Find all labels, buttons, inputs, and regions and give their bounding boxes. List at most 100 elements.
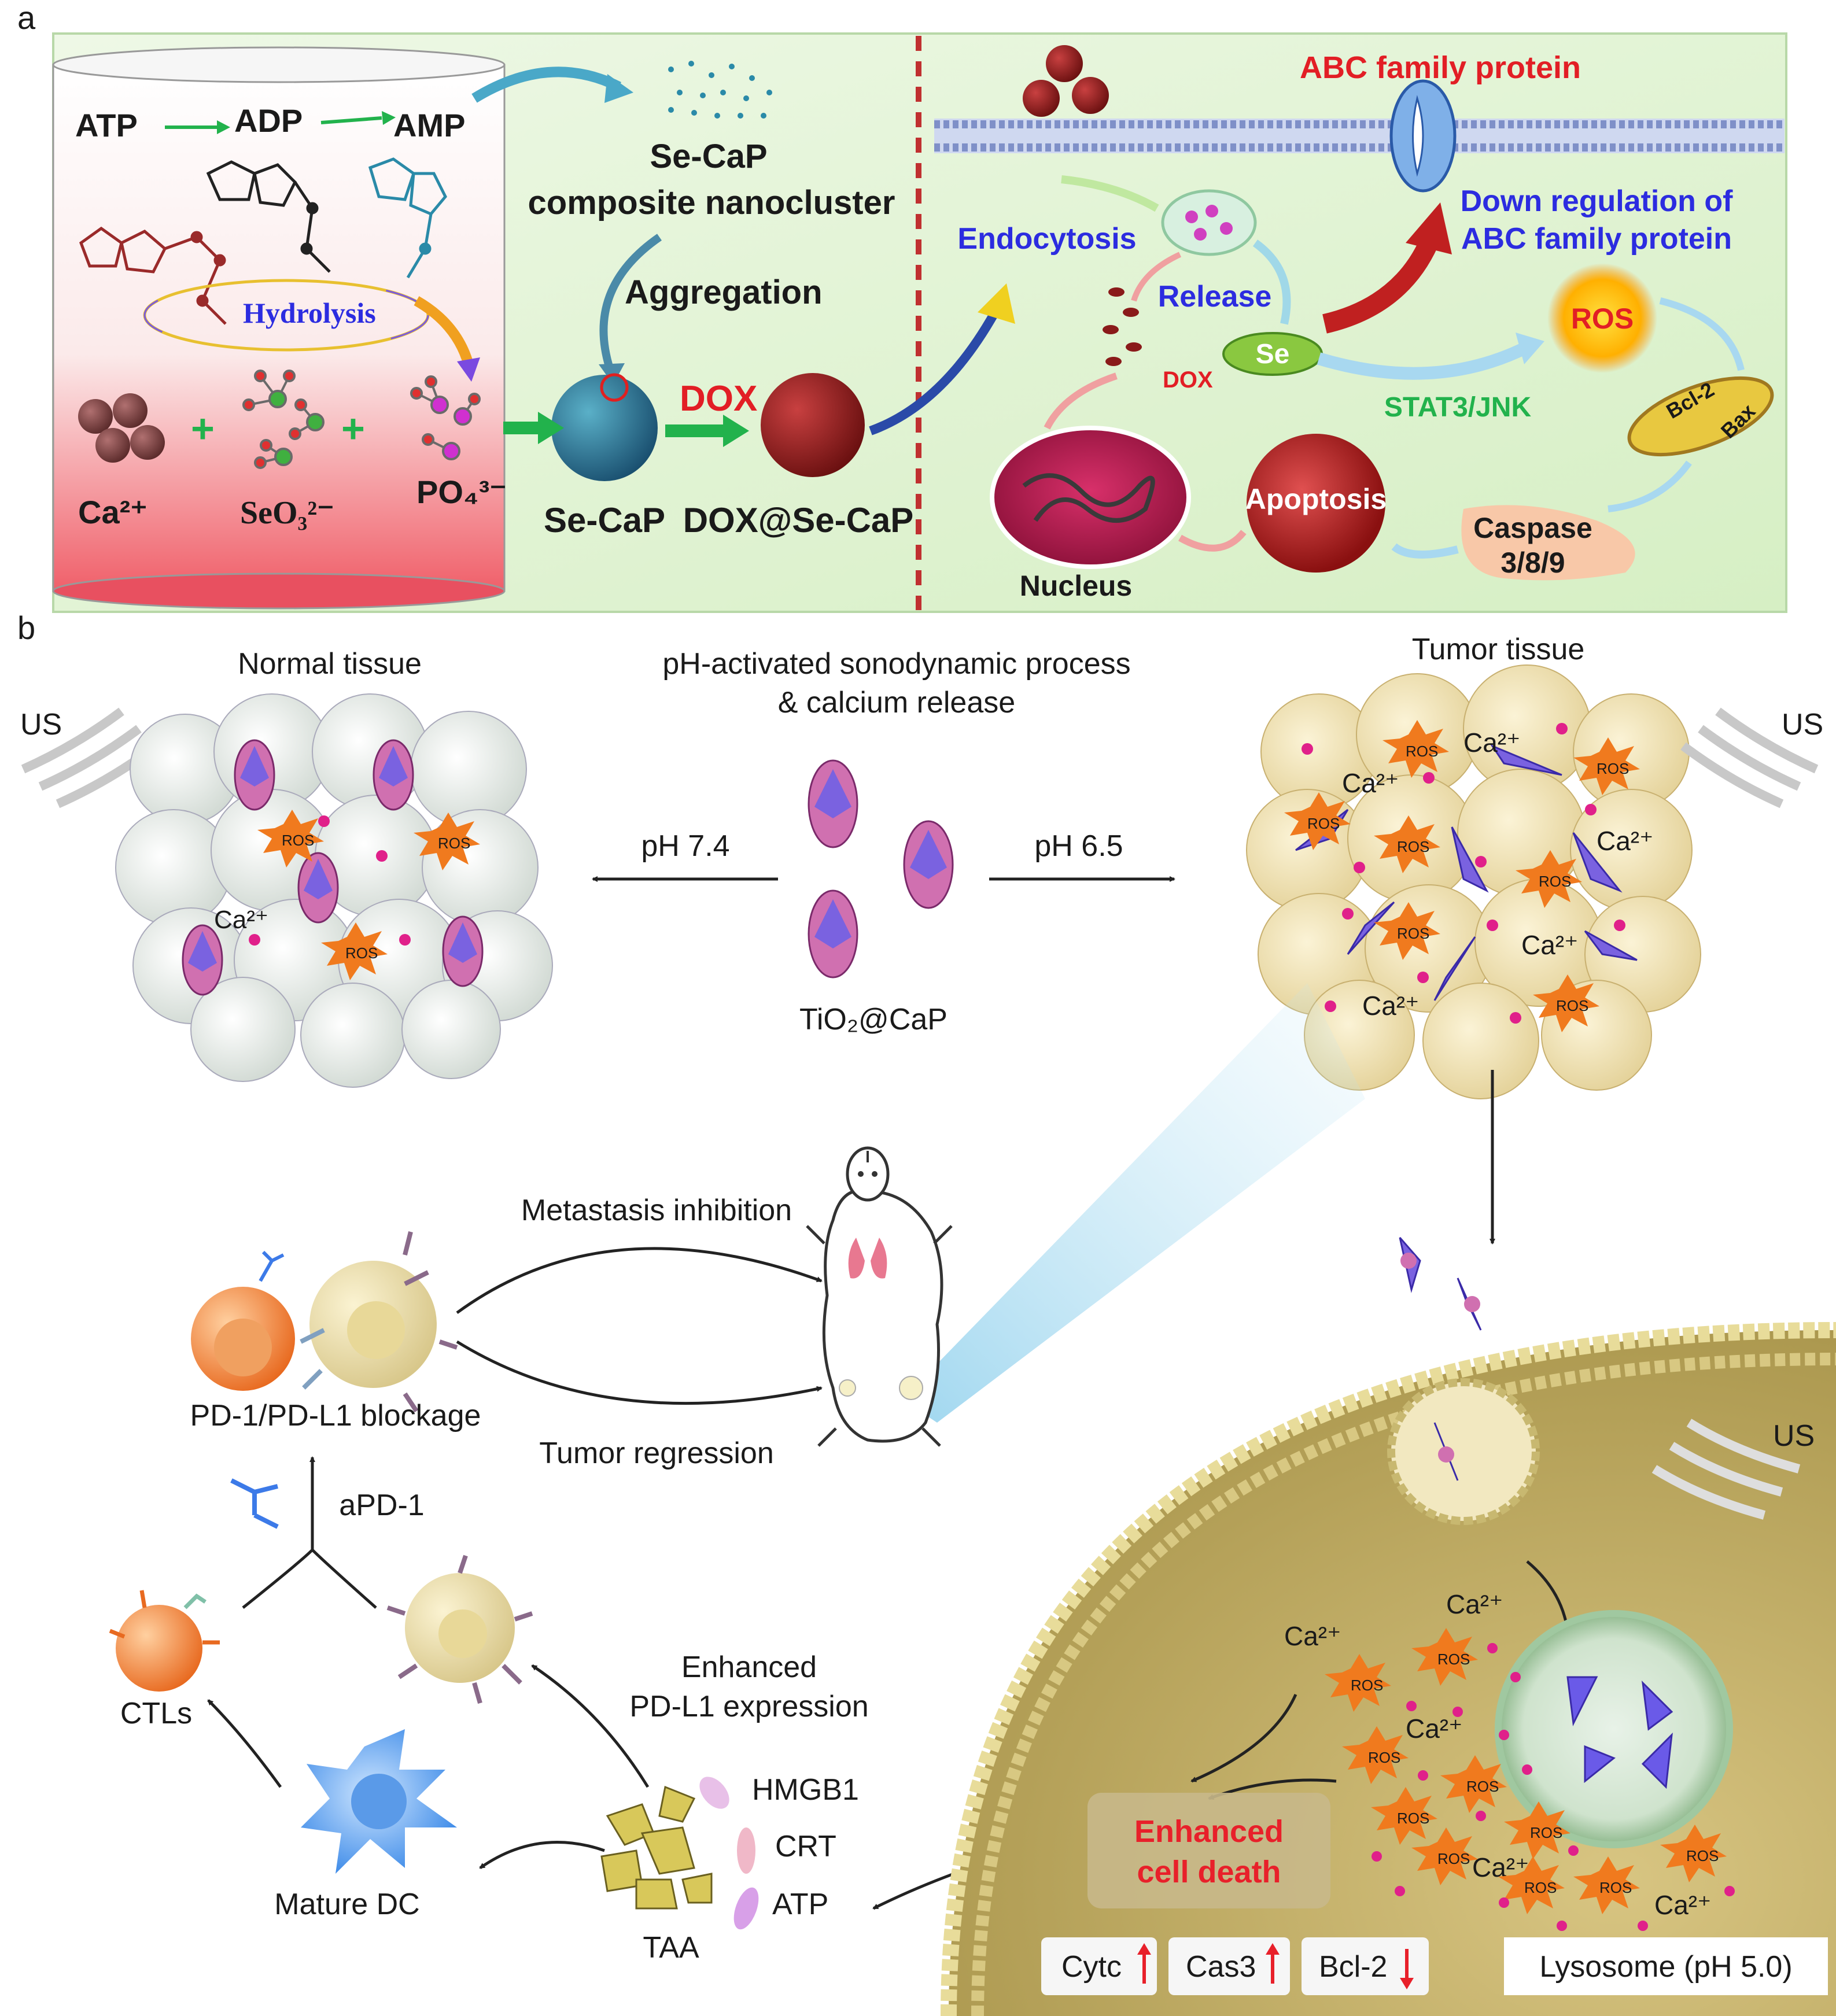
- ros-bursts-cell-icon: [1325, 1628, 1727, 1914]
- enhanced-pdl1-line2: PD-L1 expression: [629, 1690, 868, 1723]
- ros-normal-1: ROS: [282, 832, 314, 849]
- down-regulation-arrow: [1322, 238, 1438, 334]
- se-cap-particle-label: Se-CaP: [544, 501, 665, 540]
- ca-tumor-3: Ca²⁺: [1597, 826, 1653, 856]
- dox-small-label: DOX: [1163, 367, 1213, 393]
- bcl2-label: Bcl-2: [1319, 1950, 1387, 1984]
- ca-cell-5: Ca²⁺: [1654, 1890, 1711, 1920]
- ros-to-death-arrow-1: [1190, 1693, 1297, 1783]
- lysosome-nanocrystals-icon: [1566, 1676, 1673, 1789]
- ca-cell-2: Ca²⁺: [1284, 1621, 1341, 1651]
- ros-normal-3: ROS: [345, 944, 378, 962]
- dox-se-cap-particle-label: DOX@Se-CaP: [683, 501, 914, 540]
- atp-icon: [733, 1887, 759, 1930]
- us-label-tumor: US: [1782, 708, 1823, 741]
- ros-cell-3: ROS: [1368, 1749, 1400, 1766]
- cytc-label: Cytc: [1061, 1950, 1122, 1984]
- phosphate-ions-icon: [410, 375, 481, 460]
- ros-cell-2: ROS: [1351, 1677, 1383, 1694]
- ros-cell-10: ROS: [1686, 1847, 1719, 1864]
- ros-tumor-5: ROS: [1539, 873, 1571, 890]
- antibody-icon: [230, 1478, 279, 1529]
- atp-molecule-icon: [79, 226, 227, 325]
- ros-tumor-3: ROS: [1307, 815, 1340, 832]
- lysosome-icon: [1495, 1610, 1733, 1848]
- dox-se-cap-particle-icon: [761, 373, 865, 477]
- nucleus-label: Nucleus: [1020, 570, 1133, 602]
- ca-cell-1: Ca²⁺: [1446, 1589, 1503, 1619]
- tumor-regression-arrow: [456, 1340, 823, 1405]
- mouse-icon: [806, 1146, 953, 1447]
- calcium-dots-tumor-icon: [1302, 723, 1625, 1024]
- adp-to-amp-arrow: [320, 116, 382, 124]
- taa-debris-icon: [600, 1785, 713, 1910]
- ph74-label: pH 7.4: [641, 829, 729, 863]
- calcium-dots-cell-icon: [1372, 1643, 1735, 1931]
- cas3-label: Cas3: [1186, 1950, 1256, 1984]
- apd1-label: aPD-1: [339, 1489, 424, 1522]
- particle-coatings-icon: [1400, 1253, 1480, 1463]
- ros-cell-4: ROS: [1466, 1778, 1499, 1795]
- caspase-line2: 3/8/9: [1500, 547, 1565, 579]
- down-regulation-line1: Down regulation of: [1461, 184, 1734, 218]
- ros-cell-6: ROS: [1530, 1824, 1562, 1841]
- panel-a: a ATP ADP AMP: [17, 0, 1787, 613]
- pd1-blockage-cells-icon: [191, 1231, 458, 1413]
- to-cell-arrow: [869, 310, 999, 435]
- selenite-ions-icon: [242, 370, 325, 469]
- panel-b: b Normal tissue Tumor tissue pH-activate…: [17, 610, 1836, 2016]
- ca-ion-label: Ca²⁺: [78, 494, 148, 530]
- ros-sun-label: ROS: [1571, 302, 1634, 335]
- hydrolysis-arrow: [414, 296, 474, 366]
- released-nanoparticles-tumor-icon: [1295, 744, 1638, 1001]
- crt-icon: [737, 1827, 755, 1874]
- us-label-left: US: [20, 708, 62, 741]
- amp-label: AMP: [393, 107, 465, 143]
- cytc-box: [1041, 1937, 1157, 1995]
- to-nanocluster-arrow: [471, 67, 622, 103]
- adp-molecule-icon: [206, 160, 331, 273]
- normal-tissue-title: Normal tissue: [238, 647, 422, 681]
- panel-a-label: a: [17, 0, 36, 36]
- mature-dc-icon: [301, 1729, 457, 1874]
- intact-nanoparticles-normal-icon: [182, 739, 484, 996]
- lysosome-label-box: [1504, 1937, 1828, 1995]
- atp-label: ATP: [75, 107, 138, 143]
- pd1-blockage-label: PD-1/PD-L1 blockage: [190, 1399, 481, 1432]
- aggregation-label: Aggregation: [625, 274, 823, 311]
- process-title-line2: & calcium release: [778, 686, 1015, 719]
- plus-sign-1: +: [191, 406, 215, 451]
- ros-cell-8: ROS: [1524, 1879, 1557, 1896]
- aggregation-arrow: [599, 234, 662, 372]
- panel-b-label: b: [17, 610, 35, 646]
- mature-dc-label: Mature DC: [274, 1888, 419, 1921]
- taa-to-pdl1-arrow: [531, 1664, 650, 1788]
- ros-normal-2: ROS: [438, 835, 470, 852]
- crt-label: CRT: [775, 1830, 836, 1863]
- adp-label: ADP: [234, 102, 303, 139]
- cell-membrane: [934, 119, 1785, 153]
- stat3-arrow: [1317, 341, 1530, 380]
- tumor-tissue-title: Tumor tissue: [1412, 633, 1585, 666]
- enhanced-cell-death-box: [1087, 1793, 1330, 1908]
- ros-bursts-normal-icon: [257, 810, 480, 980]
- tio2-cap-label: TiO₂@CaP: [799, 1003, 948, 1036]
- ros-cell-5: ROS: [1397, 1810, 1429, 1827]
- ca-cell-3: Ca²⁺: [1406, 1714, 1462, 1744]
- enhanced-pdl1-line1: Enhanced: [681, 1651, 817, 1684]
- ca-tumor-4: Ca²⁺: [1521, 930, 1578, 960]
- se-label: Se: [1256, 339, 1290, 370]
- apoptosis-label: Apoptosis: [1245, 483, 1387, 515]
- ultrasound-waves-tumor-icon: [1680, 707, 1819, 808]
- tumor-tissue-cluster: [1246, 664, 1701, 1099]
- released-dox-icon: [1103, 287, 1142, 366]
- ros-tumor-6: ROS: [1397, 925, 1429, 942]
- enhanced-cell-death-line1: Enhanced: [1134, 1814, 1284, 1849]
- apoptosis-cell-icon: [1247, 434, 1385, 573]
- mitochondrion-icon: [1627, 376, 1774, 457]
- ca-tumor-5: Ca²⁺: [1362, 991, 1419, 1021]
- ros-tumor-2: ROS: [1597, 760, 1629, 777]
- metastasis-arrow: [456, 1247, 823, 1315]
- ctl-cell-icon: [116, 1605, 202, 1692]
- reaction-beaker: [52, 46, 506, 610]
